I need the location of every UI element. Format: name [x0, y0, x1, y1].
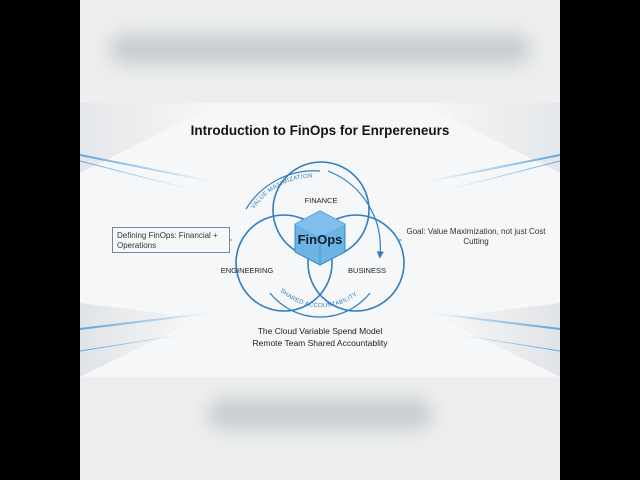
venn-diagram: VALUE MAXIMIZATION SHARED ACCOUNTABILITY…	[221, 161, 405, 318]
blurred-top-band	[80, 0, 560, 103]
business-label: BUSINESS	[348, 266, 386, 275]
slide-footer: The Cloud Variable Spend Model Remote Te…	[80, 325, 560, 349]
footer-line-spend-model: The Cloud Variable Spend Model	[257, 326, 383, 336]
finance-label: FINANCE	[305, 196, 338, 205]
arc-label-shared-accountability: SHARED ACCOUNTABILITY	[279, 288, 359, 309]
video-frame: Introduction to FinOps for Enrpereneurs …	[80, 0, 560, 480]
outer-arc-top	[245, 170, 321, 210]
slide-title: Introduction to FinOps for Enrpereneurs	[190, 123, 450, 138]
blurred-bar	[110, 34, 530, 64]
engineering-circle	[235, 214, 333, 312]
finops-center-label: FinOps	[298, 232, 343, 247]
slide: Introduction to FinOps for Enrpereneurs …	[80, 103, 560, 377]
blurred-bottom-band	[80, 377, 560, 480]
goal-note: Goal: Value Maximization, not just Cost …	[406, 227, 546, 246]
engineering-label: ENGINEERING	[221, 266, 274, 275]
definition-note: Defining FinOps: Financial + Operations	[112, 227, 230, 253]
outer-arc-right	[327, 170, 384, 259]
outer-arc-bottom	[269, 292, 371, 318]
blurred-bar	[208, 399, 432, 429]
business-circle	[307, 214, 405, 312]
footer-line-accountability: Remote Team Shared Accountablity	[252, 338, 388, 348]
slide-background-streaks	[80, 103, 560, 377]
